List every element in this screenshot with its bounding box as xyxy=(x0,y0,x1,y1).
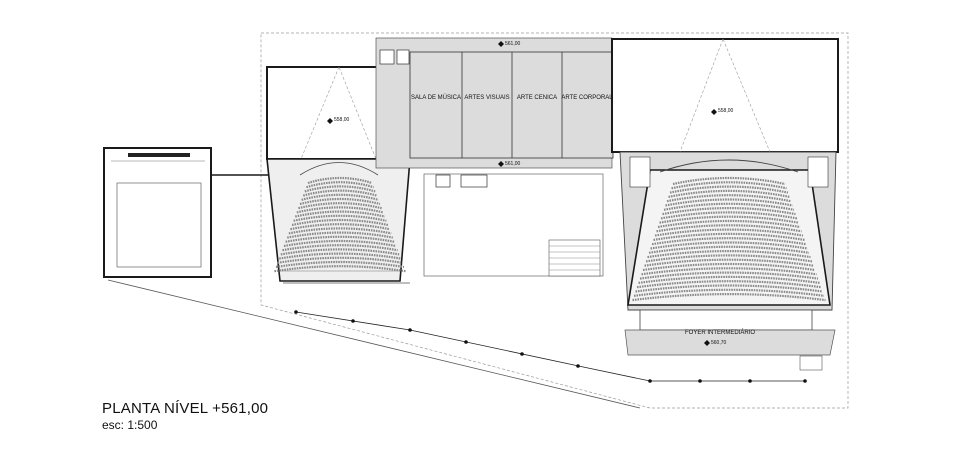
seat-row xyxy=(669,185,789,194)
seat-row xyxy=(286,231,394,239)
seat-row xyxy=(671,181,787,190)
seat-row xyxy=(632,293,826,302)
seat-row xyxy=(638,275,820,284)
column-dot xyxy=(803,379,807,383)
seat-row xyxy=(645,254,813,263)
column-dot xyxy=(294,310,298,314)
column-dot xyxy=(698,379,702,383)
seat-row xyxy=(653,232,805,241)
column-dot xyxy=(408,328,412,332)
seat-row xyxy=(651,237,807,246)
seat-row xyxy=(662,207,796,216)
seat-row xyxy=(654,228,804,237)
seat-row xyxy=(657,219,801,229)
seat-row xyxy=(648,245,810,254)
seat-row xyxy=(290,223,390,231)
seat-row xyxy=(306,181,374,189)
level-marker-main-stage: 558,00 xyxy=(711,108,734,115)
detached-block xyxy=(103,147,212,278)
level-marker-foyer: 560,70 xyxy=(704,340,727,346)
seat-row xyxy=(283,239,397,248)
seat-row xyxy=(660,211,798,220)
seat-row xyxy=(293,214,387,222)
seat-row xyxy=(277,256,403,264)
seat-row xyxy=(665,198,793,207)
seat-row xyxy=(650,241,808,250)
seat-row xyxy=(288,227,392,235)
connector-line xyxy=(107,279,641,409)
seat-row xyxy=(639,271,819,280)
seat-row xyxy=(274,265,406,273)
level-marker-top: 561,00 xyxy=(498,41,521,47)
seat-row xyxy=(291,218,389,227)
classroom-block xyxy=(375,37,614,188)
main-hall-seating xyxy=(632,176,826,302)
seat-row xyxy=(659,215,799,224)
site-boundary xyxy=(260,32,849,409)
seat-row xyxy=(282,244,398,252)
room-label-visuais: ARTES VISUAIS xyxy=(464,95,509,101)
seat-row xyxy=(285,235,395,243)
seat-row xyxy=(296,206,384,214)
seat-row xyxy=(642,262,816,272)
seat-row xyxy=(304,185,376,193)
seat-row xyxy=(280,248,400,256)
svg-text:561,00: 561,00 xyxy=(505,41,521,47)
seat-row xyxy=(666,194,792,203)
svg-text:558,00: 558,00 xyxy=(718,108,734,114)
stair xyxy=(548,239,601,277)
svg-text:558,00: 558,00 xyxy=(334,117,350,123)
seat-row xyxy=(301,193,379,201)
svg-text:561,00: 561,00 xyxy=(505,161,521,167)
seat-row xyxy=(279,252,401,260)
seat-row xyxy=(668,189,790,198)
room-label-cenica: ARTE CENICA xyxy=(517,95,557,101)
title-block: PLANTA NÍVEL +561,00 esc: 1:500 xyxy=(102,400,268,432)
courtyard xyxy=(423,173,604,277)
plan-title: PLANTA NÍVEL +561,00 xyxy=(102,400,269,417)
column-dot xyxy=(520,352,524,356)
column-dot xyxy=(464,340,468,344)
seat-row xyxy=(647,250,811,259)
seat-row xyxy=(635,284,823,293)
column-dot xyxy=(648,379,652,383)
seat-row xyxy=(641,267,817,276)
column-dot xyxy=(748,379,752,383)
main-concert-hall xyxy=(611,38,839,371)
svg-text:560,70: 560,70 xyxy=(711,340,727,346)
seat-row xyxy=(294,210,386,218)
seat-row xyxy=(663,202,795,211)
column-dot xyxy=(351,319,355,323)
small-hall-seating xyxy=(274,176,406,273)
column-dot xyxy=(576,364,580,368)
seat-row xyxy=(299,197,381,206)
seat-row xyxy=(307,176,373,185)
seat-row xyxy=(656,224,802,233)
seat-row xyxy=(672,176,786,186)
foyer-label: FOYER INTERMEDIÁRIO xyxy=(685,329,755,336)
plan-scale: esc: 1:500 xyxy=(102,418,158,432)
level-marker-small-stage: 558,00 xyxy=(327,117,350,124)
seat-row xyxy=(298,202,382,210)
level-marker-bottom: 561,00 xyxy=(498,161,521,167)
facade-column-line xyxy=(294,310,807,383)
seat-row xyxy=(644,258,814,267)
room-label-musica: SALA DE MÚSICA xyxy=(411,94,461,101)
seat-row xyxy=(633,288,825,297)
room-label-corporal: ARTE CORPORAL xyxy=(561,95,613,101)
